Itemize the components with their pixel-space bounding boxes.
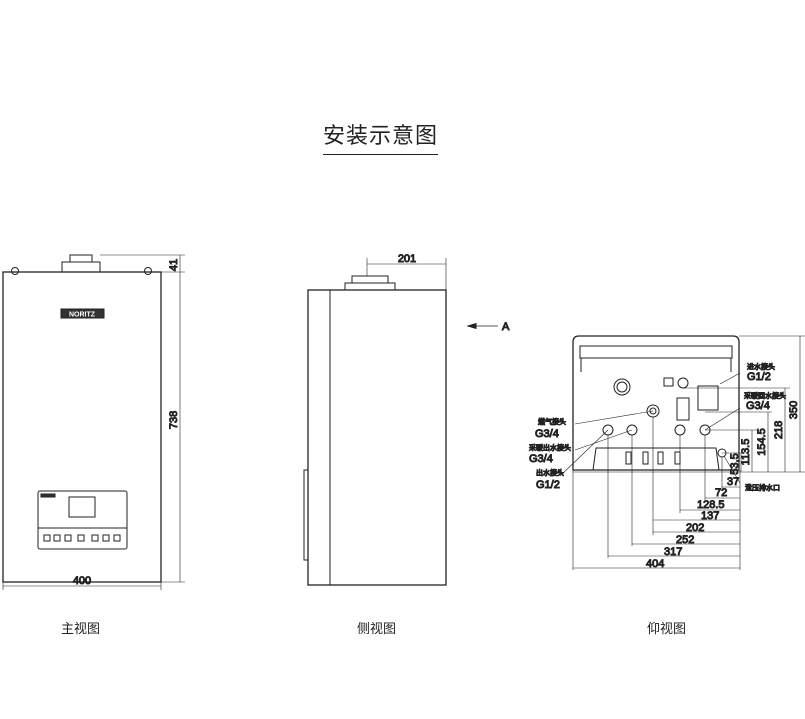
dim-202: 202 [686,522,704,534]
label-inlet: 进水接头 [747,362,775,371]
dim-317: 317 [664,546,682,558]
dim-154-5: 154.5 [756,428,768,456]
dim-738: 738 [168,411,180,429]
dim-72: 72 [715,487,727,499]
dim-128-5: 128.5 [697,499,725,511]
label-inlet-size: G1/2 [747,371,771,383]
side-view-drawing [303,258,498,586]
panel-buttons [43,534,121,542]
dim-400: 400 [73,575,91,587]
dim-404: 404 [646,558,664,570]
svg-text:NORITZ: NORITZ [69,312,96,319]
label-relief: 泄压排水口 [745,483,780,492]
dim-113-5: 113.5 [740,439,752,466]
dim-218: 218 [773,421,785,439]
label-heating-return-size: G3/4 [746,400,770,412]
label-gas: 燃气接头 [538,417,566,426]
front-view-drawing: NORITZ [2,254,185,590]
label-gas-size: G3/4 [535,428,559,440]
label-outlet: 出水接头 [536,468,564,477]
dim-41: 41 [168,259,180,271]
label-heating-out: 采暖出水接头 [529,443,571,452]
dim-252: 252 [676,534,694,546]
caption-front-view: 主视图 [61,622,101,637]
label-heating-out-size: G3/4 [529,453,553,465]
bottom-view-drawing [559,335,805,570]
dim-137: 137 [701,510,719,522]
caption-bottom-view: 仰视图 [647,622,687,637]
dim-350: 350 [788,401,800,419]
noritz-logo [60,308,105,319]
dim-37: 37 [727,476,739,488]
page-title: 安装示意图 [323,118,439,155]
label-outlet-size: G1/2 [536,479,560,491]
label-heating-return: 采暖回水接头 [744,391,786,400]
control-panel [37,490,128,550]
view-marker-a: A [502,321,510,333]
caption-side-view: 侧视图 [357,622,397,637]
dim-53-5: 53.5 [729,453,741,474]
dim-201: 201 [398,253,416,265]
